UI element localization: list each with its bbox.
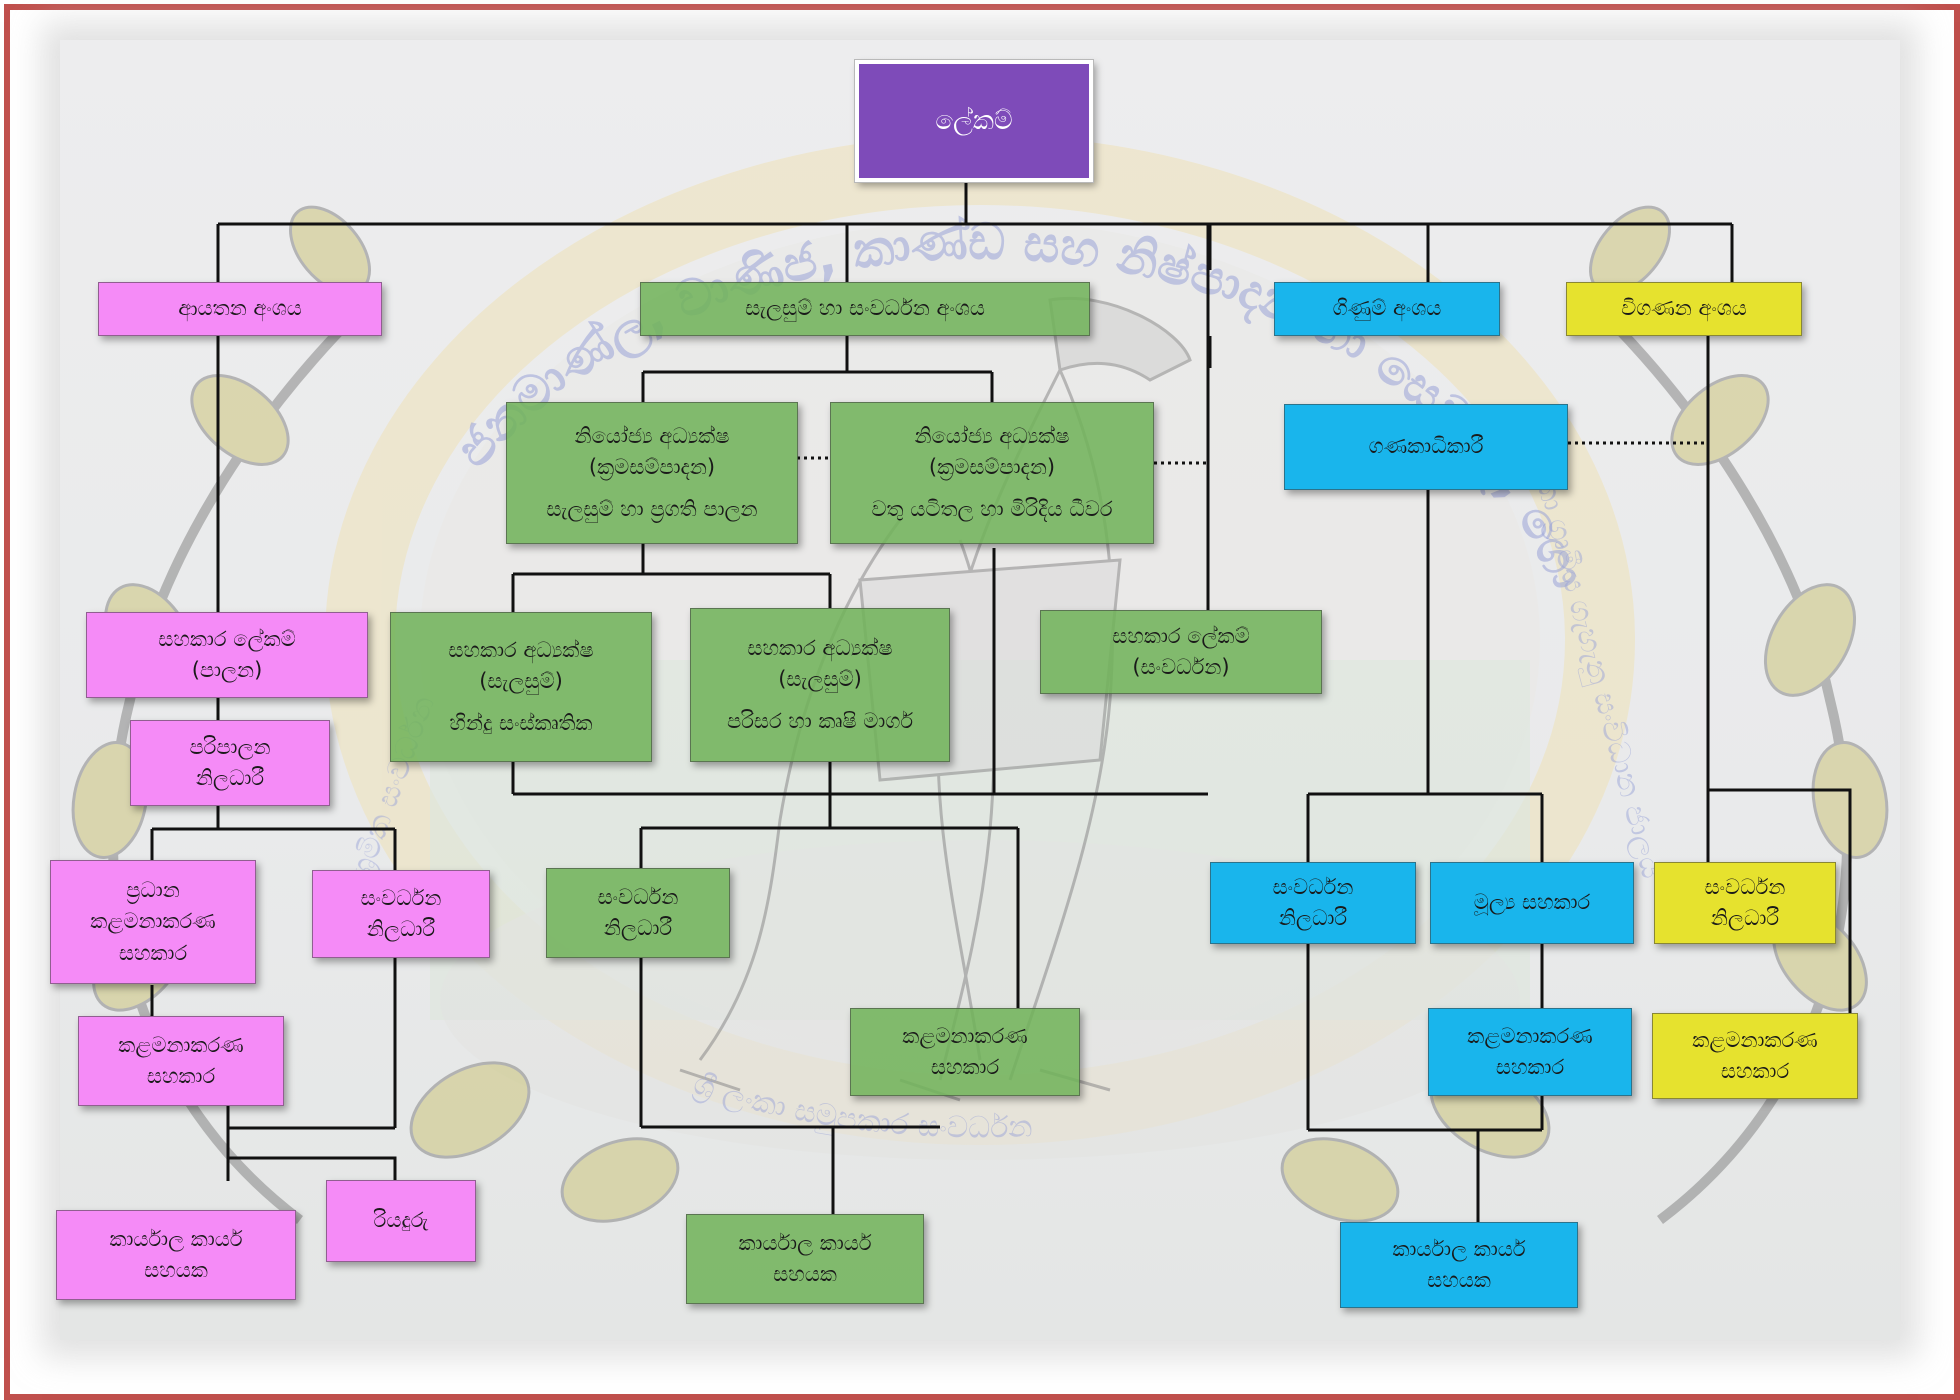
ad2-title: සහකාර අධ්‍යක්ෂ bbox=[747, 635, 893, 660]
dd1-unit: සැලසුම් හා ප්‍රගති පාලන bbox=[546, 496, 758, 521]
solid-connectors bbox=[150, 182, 1852, 1222]
mgmt-asst-blue-box: කළමනාකරණ සහකාර bbox=[1428, 1008, 1632, 1096]
secretary-label: ලේකම් bbox=[935, 105, 1013, 136]
office-asst-pink-line1: කාර්යාල කාර්ය bbox=[109, 1226, 243, 1251]
dev-officer-pink-line2: නිලධාරී bbox=[366, 917, 436, 941]
mgmt-asst-yellow-line2: සහකාර bbox=[1720, 1059, 1790, 1083]
dd2-subtitle: (ක්‍රමසම්පාදන) bbox=[928, 455, 1056, 480]
audit-division-box: විගණන අංශය bbox=[1566, 282, 1802, 336]
chief-mgmt-asst-box: ප්‍රධාන කළමනාකරණ සහකාර bbox=[50, 860, 256, 984]
chief-mgmt-asst-line3: සහකාර bbox=[118, 940, 188, 965]
admin-officer-line2: නිලධාරී bbox=[195, 766, 265, 790]
mgmt-asst-green-box: කළමනාකරණ සහකාර bbox=[850, 1008, 1080, 1096]
admin-officer-line1: පරිපාලන bbox=[189, 734, 271, 759]
dev-officer-yellow-box: සංවර්ධන නිලධාරී bbox=[1654, 862, 1836, 944]
dd1-subtitle: (ක්‍රමසම්පාදන) bbox=[588, 455, 716, 480]
chief-accountant-box: ගණකාධිකාරී bbox=[1284, 404, 1568, 490]
dev-officer-green-line1: සංවර්ධන bbox=[597, 884, 679, 909]
asst-director-1-box: සහකාර අධ්‍යක්ෂ (සැලසුම්) හින්දු සංස්කෘති… bbox=[390, 612, 652, 762]
audit-division-label: විගණන අංශය bbox=[1621, 296, 1747, 321]
dev-officer-yellow-line1: සංවර්ධන bbox=[1704, 874, 1786, 899]
mgmt-asst-blue-line2: සහකාර bbox=[1495, 1055, 1565, 1079]
mgmt-asst-pink-line1: කළමනාකරණ bbox=[118, 1032, 244, 1057]
driver-label: රියදුරු bbox=[373, 1208, 429, 1233]
office-asst-pink-line2: සහයක bbox=[144, 1258, 208, 1282]
dd2-title: නියෝජ්‍ය අධ්‍යක්ෂ bbox=[914, 423, 1070, 448]
as-dev-subtitle: (සංවර්ධන) bbox=[1132, 655, 1230, 679]
office-asst-blue-box: කාර්යාල කාර්ය සහයක bbox=[1340, 1222, 1578, 1308]
dev-officer-blue-line1: සංවර්ධන bbox=[1272, 874, 1354, 899]
dotted-connectors bbox=[797, 441, 1708, 465]
as-dev-title: සහකාර ලේකම් bbox=[1112, 623, 1250, 648]
mgmt-asst-green-line2: සහකාර bbox=[930, 1055, 1000, 1079]
chief-mgmt-asst-line2: කළමනාකරණ bbox=[90, 909, 216, 934]
asst-director-2-box: සහකාර අධ්‍යක්ෂ (සැලසුම්) පරිසර හා කෘෂි ම… bbox=[690, 608, 950, 762]
dev-officer-green-box: සංවර්ධන නිලධාරී bbox=[546, 868, 730, 958]
driver-box: රියදුරු bbox=[326, 1180, 476, 1262]
asst-secretary-admin-box: සහකාර ලේකම් (පාලන) bbox=[86, 612, 368, 698]
ad1-subtitle: (සැලසුම්) bbox=[479, 669, 563, 694]
office-asst-blue-line2: සහයක bbox=[1427, 1268, 1491, 1292]
deputy-director-1-box: නියෝජ්‍ය අධ්‍යක්ෂ (ක්‍රමසම්පාදන) සැලසුම්… bbox=[506, 402, 798, 544]
mgmt-asst-green-line1: කළමනාකරණ bbox=[902, 1023, 1028, 1048]
office-asst-green-line1: කාර්යාල කාර්ය bbox=[738, 1230, 872, 1255]
planning-division-label: සැලසුම් හා සංවර්ධන අංශය bbox=[745, 296, 985, 321]
chief-accountant-label: ගණකාධිකාරී bbox=[1368, 434, 1484, 459]
ad1-title: සහකාර අධ්‍යක්ෂ bbox=[448, 637, 594, 662]
mgmt-asst-pink-box: කළමනාකරණ සහකාර bbox=[78, 1016, 284, 1106]
mgmt-asst-yellow-line1: කළමනාකරණ bbox=[1692, 1027, 1818, 1052]
planning-division-box: සැලසුම් හා සංවර්ධන අංශය bbox=[640, 282, 1090, 336]
dev-officer-pink-line1: සංවර්ධන bbox=[360, 885, 442, 910]
finance-asst-label: මූල්‍ය සහකාර bbox=[1473, 890, 1591, 915]
deputy-director-2-box: නියෝජ්‍ය අධ්‍යක්ෂ (ක්‍රමසම්පාදන) වතු යටි… bbox=[830, 402, 1154, 544]
office-asst-pink-box: කාර්යාල කාර්ය සහයක bbox=[56, 1210, 296, 1300]
dd2-unit: වතු යටිතල හා මිරිදිය ධීවර bbox=[871, 496, 1113, 521]
mgmt-asst-pink-line2: සහකාර bbox=[146, 1064, 216, 1088]
mgmt-asst-yellow-box: කළමනාකරණ සහකාර bbox=[1652, 1013, 1858, 1099]
office-asst-green-box: කාර්යාල කාර්ය සහයක bbox=[686, 1214, 924, 1304]
finance-asst-box: මූල්‍ය සහකාර bbox=[1430, 862, 1634, 944]
secretary-box: ලේකම් bbox=[854, 59, 1094, 183]
dev-officer-blue-line2: නිලධාරී bbox=[1278, 906, 1348, 930]
admin-officer-box: පරිපාලන නිලධාරී bbox=[130, 720, 330, 806]
ad2-subtitle: (සැලසුම්) bbox=[778, 667, 862, 692]
dev-officer-green-line2: නිලධාරී bbox=[603, 916, 673, 940]
dev-officer-blue-box: සංවර්ධන නිලධාරී bbox=[1210, 862, 1416, 944]
mgmt-asst-blue-line1: කළමනාකරණ bbox=[1467, 1023, 1593, 1048]
dev-officer-pink-box: සංවර්ධන නිලධාරී bbox=[312, 870, 490, 958]
accounts-division-label: ගිණුම් අංශය bbox=[1332, 296, 1442, 321]
admin-division-box: ආයතන අංශය bbox=[98, 282, 382, 336]
dev-officer-yellow-line2: නිලධාරී bbox=[1710, 906, 1780, 930]
as-admin-title: සහකාර ලේකම් bbox=[158, 626, 296, 651]
ad1-unit: හින්දු සංස්කෘතික bbox=[449, 710, 593, 735]
chief-mgmt-asst-line1: ප්‍රධාන bbox=[126, 877, 180, 902]
ad2-unit: පරිසර හා කෘෂි මාර්ග bbox=[726, 708, 914, 733]
office-asst-blue-line1: කාර්යාල කාර්ය bbox=[1392, 1236, 1526, 1261]
as-admin-subtitle: (පාලන) bbox=[191, 658, 263, 682]
asst-secretary-dev-box: සහකාර ලේකම් (සංවර්ධන) bbox=[1040, 610, 1322, 694]
office-asst-green-line2: සහයක bbox=[773, 1262, 837, 1286]
dd1-title: නියෝජ්‍ය අධ්‍යක්ෂ bbox=[574, 423, 730, 448]
accounts-division-box: ගිණුම් අංශය bbox=[1274, 282, 1500, 336]
admin-division-label: ආයතන අංශය bbox=[178, 296, 302, 321]
